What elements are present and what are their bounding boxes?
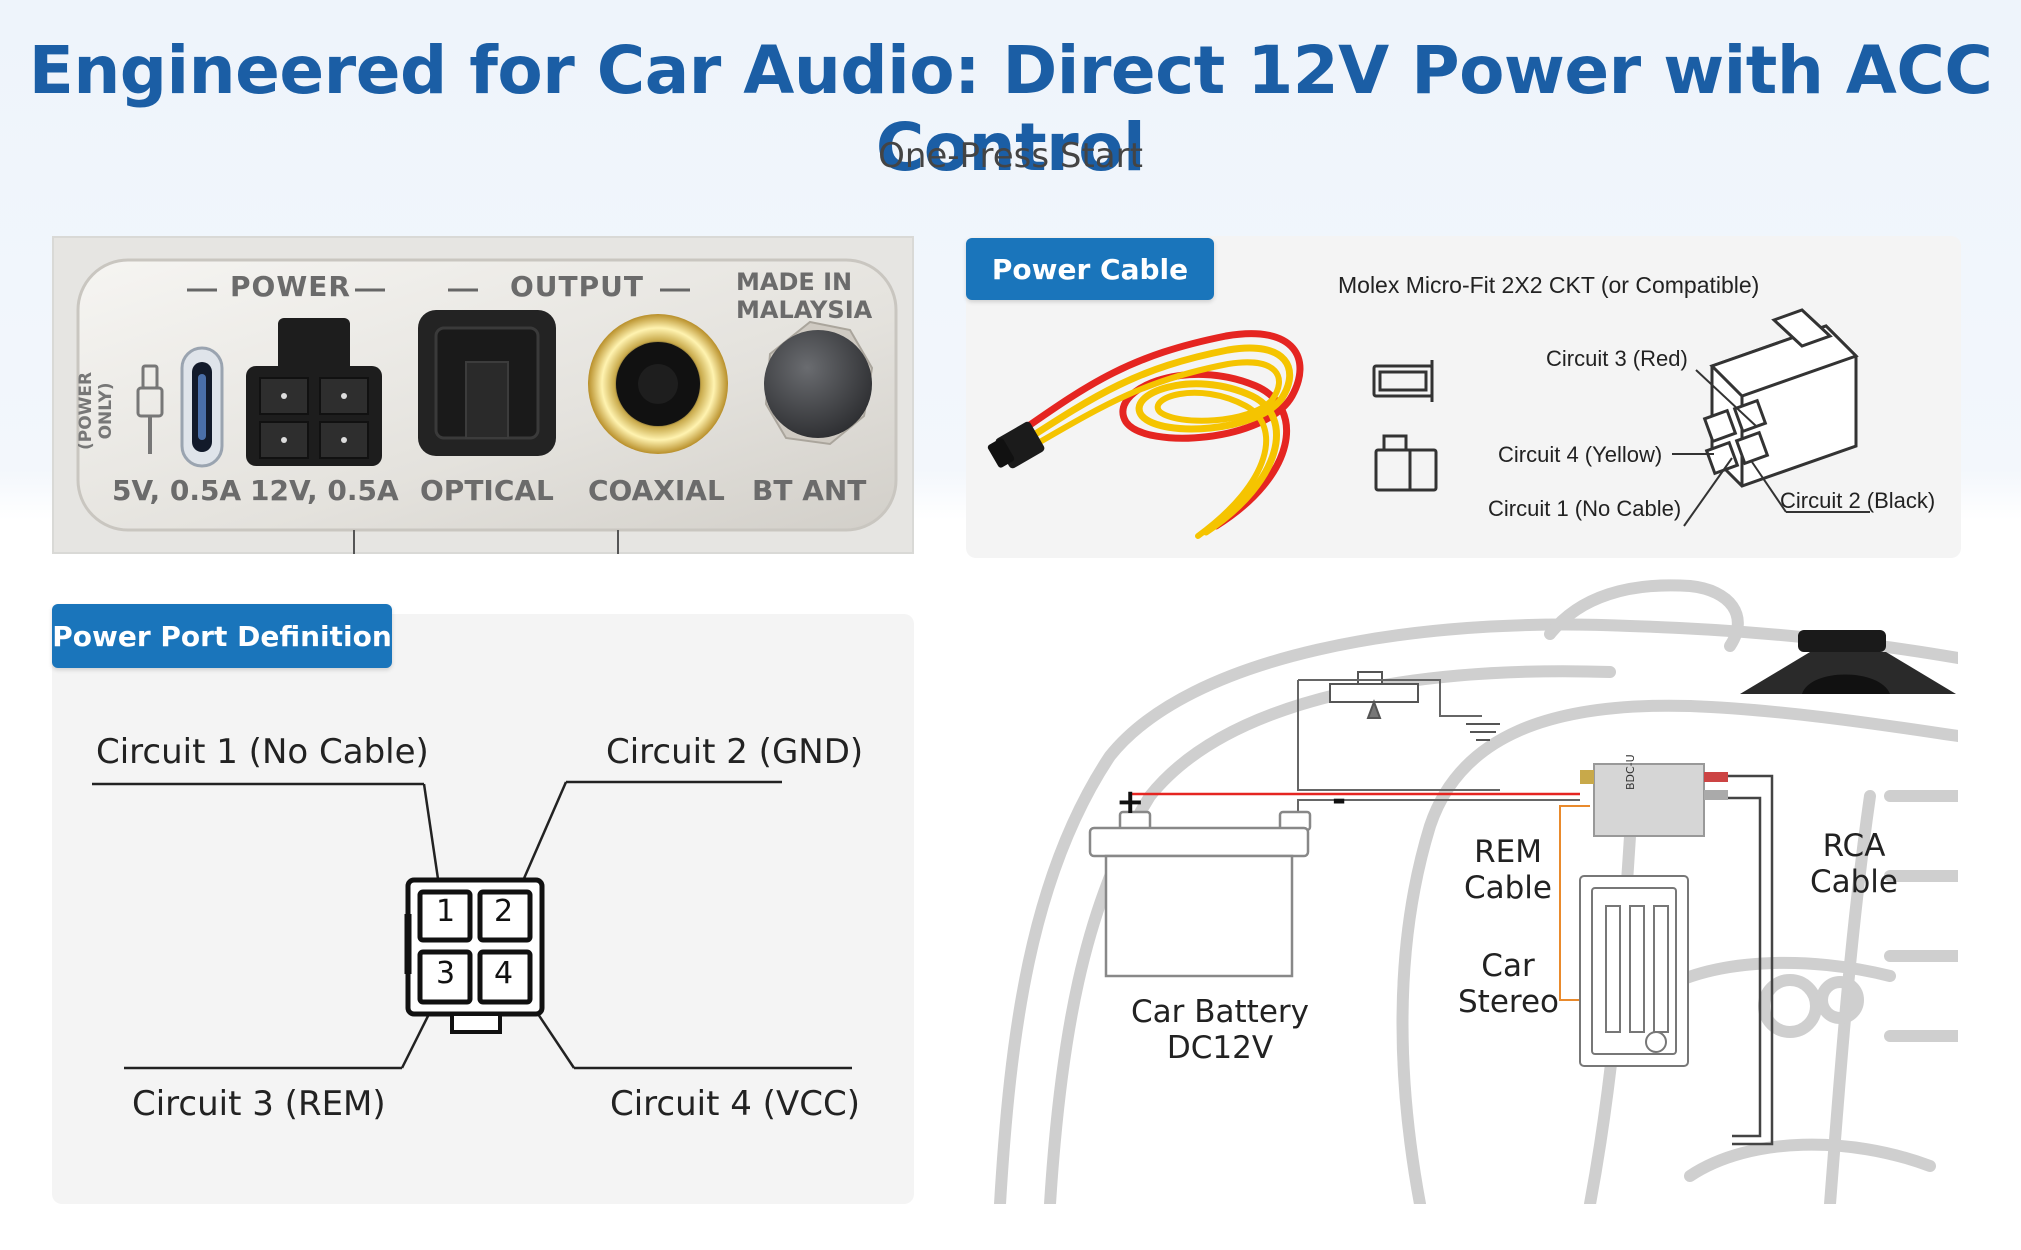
rem-cable-label: REM Cable [1458,834,1558,906]
battery-label-line-2: DC12V [1166,1030,1274,1066]
port-panel-illustration [76,258,898,554]
usb-plug-icon [136,364,164,454]
pin-2-label: 2 [494,894,514,929]
usb-c-port-icon [180,346,224,468]
port-panel: POWER OUTPUT MADE IN MALAYSIA (POWER ONL… [52,236,914,554]
power-cable-wires [1010,330,1304,539]
made-in-label-1: MADE IN [736,268,853,296]
stereo-label-line-1: Car [1481,948,1535,984]
port-definition-badge: Power Port Definition [52,604,392,668]
car-battery-icon [1088,810,1312,978]
coaxial-port-icon [588,314,728,454]
output-group-label: OUTPUT [510,270,644,303]
page-subtitle: One-Press Start [878,136,1143,176]
pin-4-label: 4 [494,956,514,991]
definition-circuit-3-label: Circuit 3 (REM) [132,1084,386,1124]
amplifier-device-icon [1580,763,1728,837]
battery-minus-label: - [1332,780,1347,820]
connector-side-view-icon [1372,360,1438,492]
stereo-label-line-2: Stereo [1458,984,1560,1020]
connector-face-icon [404,877,545,1034]
device-text-label: BDC-U [1624,754,1637,790]
port-definition-panel: Power Port Definition Circuit 1 (No Cabl… [52,604,914,1204]
port-label-usb: 5V, 0.5A [112,474,242,507]
bt-antenna-icon [764,320,874,446]
cable-circuit-1-label: Circuit 1 (No Cable) [1488,496,1682,521]
battery-plus-label: + [1116,782,1145,822]
rem-label-line-2: Cable [1463,870,1552,906]
pin-3-label: 3 [436,956,456,991]
power-only-line-2: ONLY) [96,382,116,440]
rca-label-line-1: RCA [1822,828,1886,864]
battery-label: Car Battery DC12V [1090,994,1350,1066]
battery-label-line-1: Car Battery [1131,994,1309,1030]
wiring-diagram [994,579,1964,1210]
power-cable-panel: Power Cable Molex Micro-Fit 2X2 CKT (or … [966,236,1961,558]
definition-circuit-4-label: Circuit 4 (VCC) [610,1084,860,1124]
molex-plug-icon [987,421,1045,469]
definition-circuit-1-label: Circuit 1 (No Cable) [96,732,429,772]
made-in-label-2: MALAYSIA [736,296,873,324]
port-label-optical: OPTICAL [420,474,554,507]
definition-circuit-2-label: Circuit 2 (GND) [606,732,864,772]
optical-port-icon [418,310,556,456]
rca-label-line-2: Cable [1809,864,1898,900]
power-group-label: POWER [230,270,351,303]
port-label-coaxial: COAXIAL [588,474,725,507]
speaker-icon [1740,630,1956,694]
car-stereo-label: Car Stereo [1458,948,1560,1020]
cable-leader-lines [1672,369,1870,527]
page-title: Engineered for Car Audio: Direct 12V Pow… [28,32,1993,186]
rem-label-line-1: REM [1474,834,1542,870]
cable-circuit-2-label: Circuit 2 (Black) [1780,488,1936,513]
rca-cable-label: RCA Cable [1804,828,1904,900]
power-only-label: (POWER ONLY) [76,372,116,450]
port-definition-diagram [92,780,852,1070]
connector-type-label: Molex Micro-Fit 2X2 CKT (or Compatible) [1338,272,1760,298]
molex-housing-icon [1702,308,1859,488]
wiring-diagram-panel: + - BDC-U Car Battery DC12V REM Cable Ca… [990,576,1964,1210]
cable-circuit-4-label: Circuit 4 (Yellow) [1498,442,1663,467]
power-cable-badge: Power Cable [966,238,1214,300]
car-stereo-icon [1579,875,1689,1067]
fuse-icon [1329,671,1500,741]
pin-1-label: 1 [436,894,456,929]
cable-circuit-3-label: Circuit 3 (Red) [1546,346,1688,371]
power-only-line-1: (POWER [76,371,96,450]
power-cable-illustration [987,308,1870,539]
port-label-12v: 12V, 0.5A [250,474,399,507]
molex-port-icon [246,318,382,466]
port-label-bt-ant: BT ANT [752,474,867,507]
